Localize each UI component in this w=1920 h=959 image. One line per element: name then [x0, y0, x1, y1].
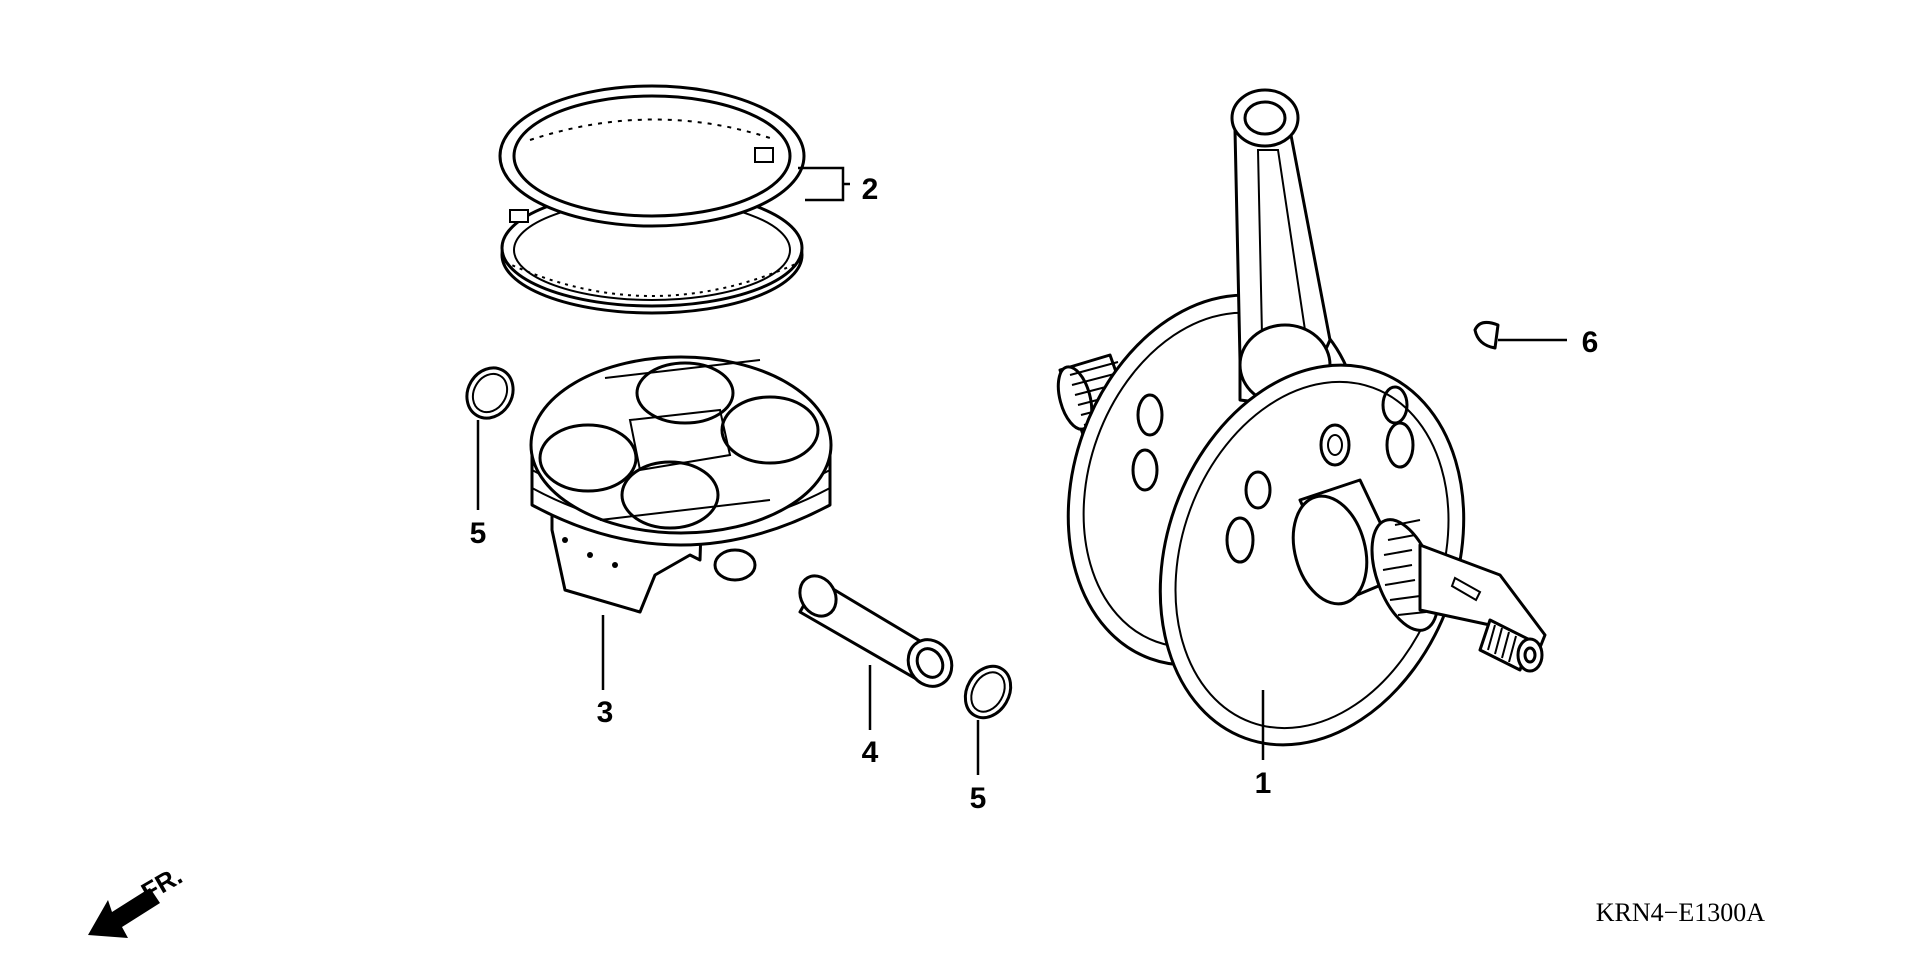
leader-lines — [476, 166, 1567, 775]
callout-clip-left: 5 — [470, 517, 487, 550]
piston-pin-clip-left — [465, 366, 515, 420]
callout-pin: 4 — [862, 736, 879, 769]
callout-piston: 3 — [597, 696, 614, 729]
piston-pin-clip-right — [963, 664, 1013, 720]
callout-crankshaft: 1 — [1255, 767, 1272, 800]
callout-key: 6 — [1582, 326, 1599, 359]
piston-ring-set — [498, 84, 806, 315]
piston — [529, 355, 833, 614]
woodruff-key — [1473, 320, 1500, 350]
drawing-code: KRN4−E1300A — [1596, 898, 1765, 927]
piston-pin — [798, 574, 954, 688]
callout-clip-right: 5 — [970, 782, 987, 815]
callout-rings: 2 — [862, 173, 879, 206]
front-direction-arrow: FR. — [88, 860, 187, 938]
crankshaft — [1056, 88, 1547, 747]
